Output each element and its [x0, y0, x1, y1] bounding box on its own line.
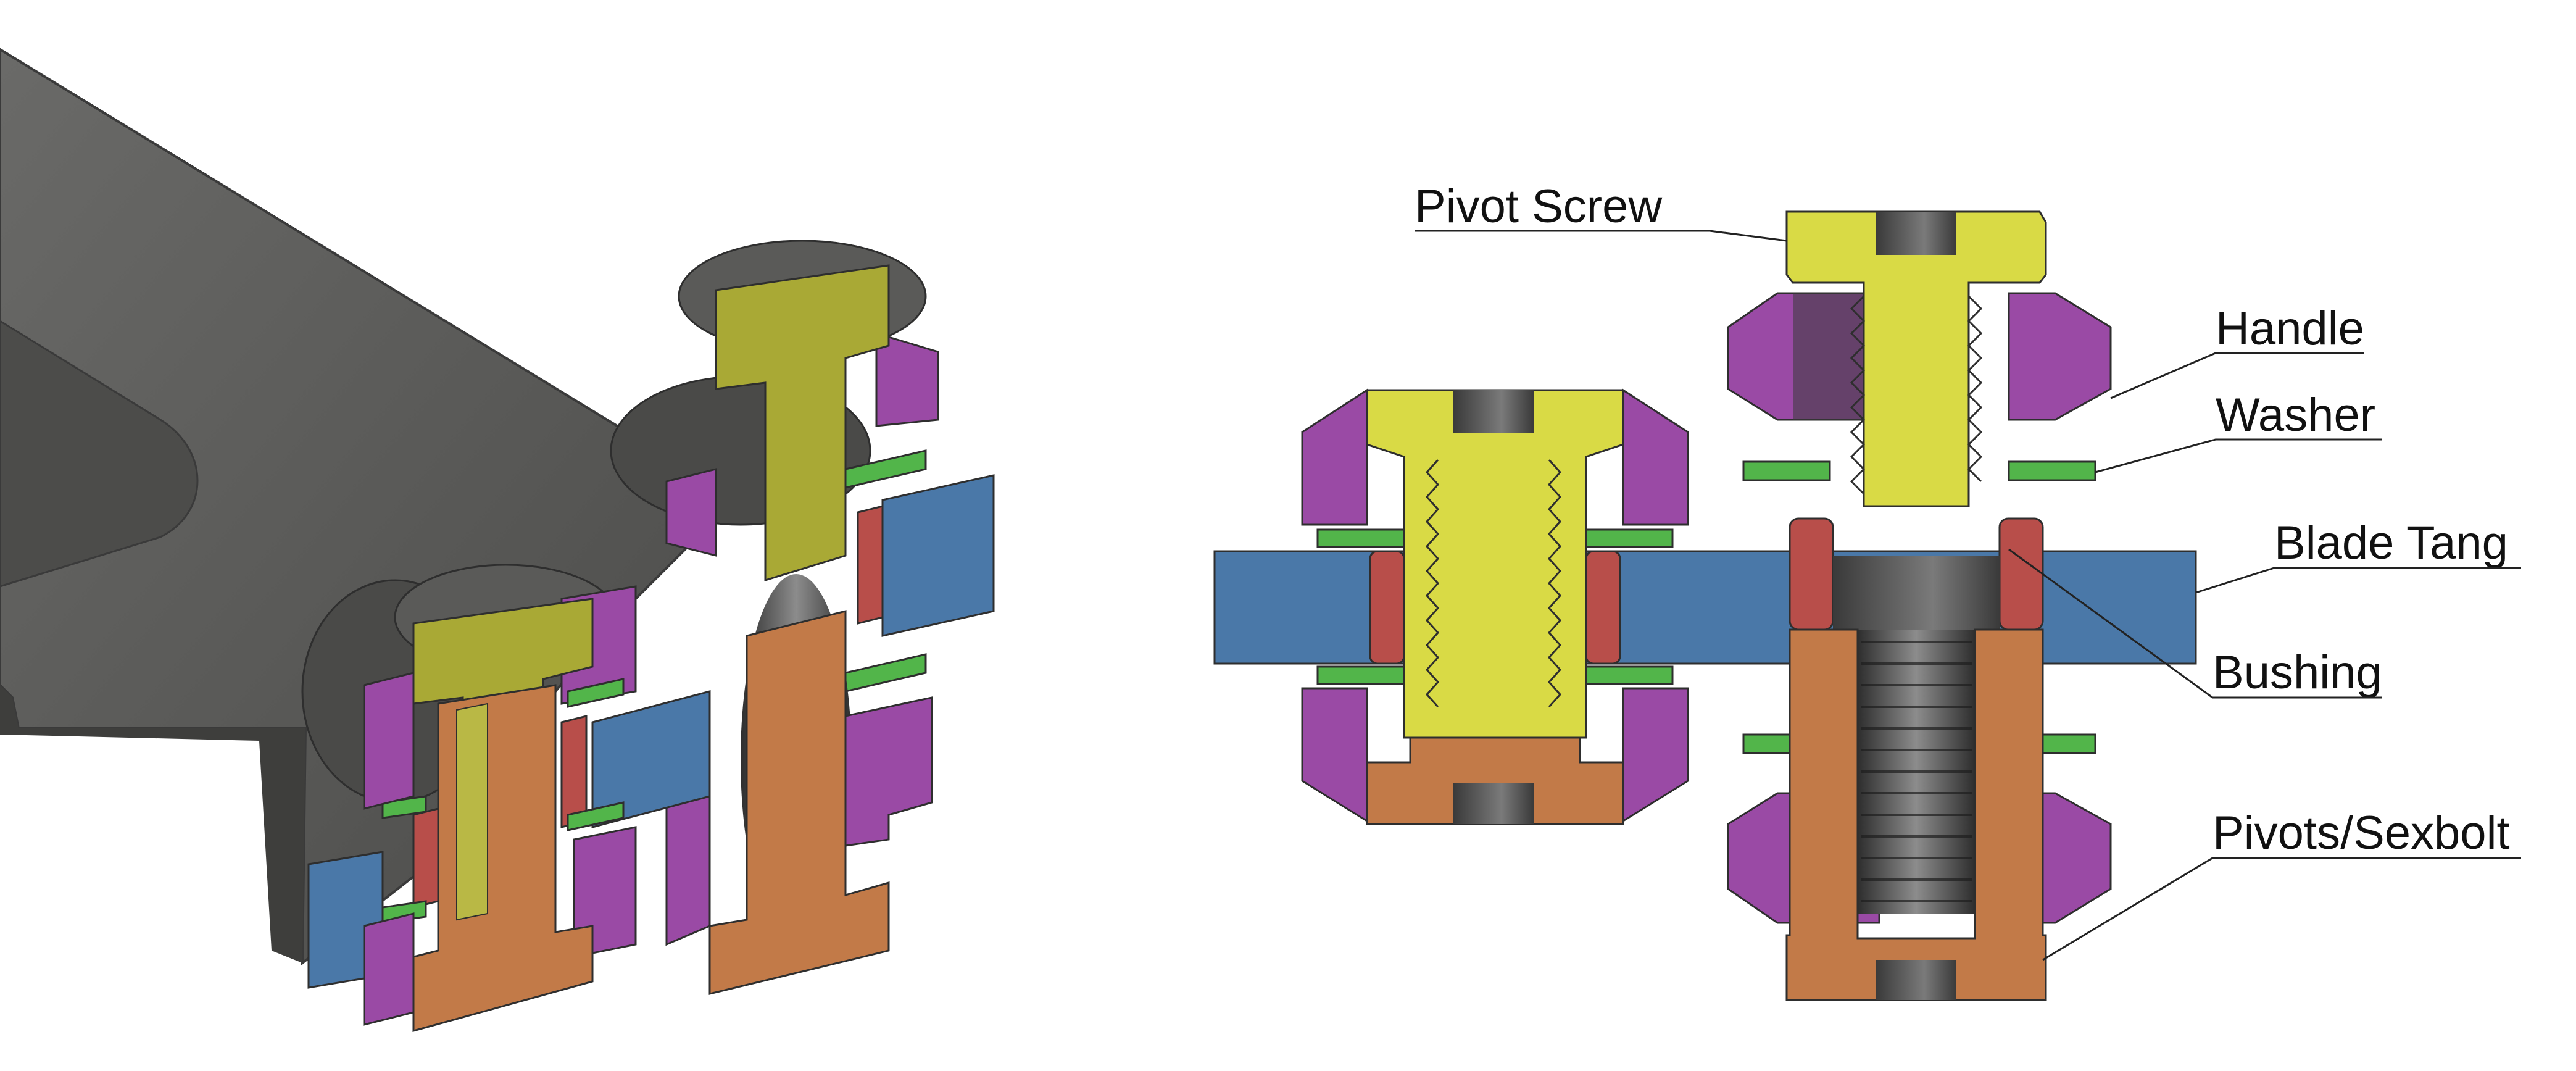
handle-section: [665, 468, 717, 557]
section-assembly-b: [1727, 210, 2112, 1001]
callout-washer: Washer: [2095, 389, 2382, 473]
handle-section: [363, 912, 415, 1026]
section-2d-view: Pivot Screw Handle Washer Blade Tang Bus…: [1213, 180, 2521, 1001]
washer-section: [381, 900, 427, 924]
leader-blade-tang: [2195, 567, 2521, 594]
leader-washer: [2095, 438, 2382, 473]
handle-right-upper: [1622, 388, 1689, 526]
pivot-screw-section: [715, 264, 890, 582]
bushing-section: [857, 505, 884, 625]
callout-bushing: Bushing: [2008, 548, 2382, 699]
rear-pivot-assembly: [610, 240, 995, 995]
blade-tang-section: [881, 474, 995, 637]
handle-section: [573, 826, 637, 958]
bushing-bore: [1833, 556, 2000, 630]
handle-right-lower: [1622, 687, 1689, 823]
sexbolt-slot: [1453, 783, 1534, 824]
pivot-screw-slot: [1453, 390, 1534, 433]
washer-lower-left: [1316, 665, 1405, 685]
frame-cutout: [0, 320, 199, 588]
washer-lower-right: [1585, 665, 1674, 685]
washer-section: [844, 449, 927, 489]
leader-handle: [2110, 352, 2364, 399]
handle-section: [844, 696, 933, 847]
sexbolt-thread-lines: [1861, 641, 1972, 902]
label-bushing: Bushing: [2212, 646, 2382, 699]
label-washer: Washer: [2216, 389, 2375, 441]
pivot-screw-thread-right: [1547, 459, 1562, 708]
sexbolt-body: [1785, 628, 2047, 1001]
front-pivot-assembly: [301, 564, 711, 1032]
washer-section: [844, 653, 927, 693]
bushing-section: [560, 715, 588, 828]
section-assembly-a: [1301, 388, 1689, 825]
callout-blade-tang: Blade Tang: [2195, 517, 2521, 594]
callout-handle: Handle: [2110, 302, 2364, 399]
washer-upper-left: [1742, 460, 1831, 481]
pivot-screw-slot: [1876, 212, 1956, 255]
handle-right-upper: [2008, 292, 2112, 421]
handle-section: [665, 783, 711, 946]
bushing-left: [1369, 550, 1405, 665]
label-handle: Handle: [2216, 302, 2364, 355]
leader-bushing: [2008, 548, 2382, 699]
pivot-screw-thread-left: [1850, 295, 1866, 495]
bushing-right: [1998, 517, 2044, 631]
leader-pivots-sexbolt: [2042, 857, 2521, 961]
label-blade-tang: Blade Tang: [2274, 517, 2508, 569]
callout-pivot-screw: Pivot Screw: [1415, 180, 1787, 242]
washer-upper-right: [1585, 528, 1674, 548]
pivot-screw-thread: [456, 702, 488, 921]
sexbolt-section: [708, 610, 890, 995]
bushing-left: [1789, 517, 1834, 631]
pivot-screw-head: [1366, 389, 1624, 739]
washer-upper-right: [2008, 460, 2096, 481]
blade-tang-section: [591, 690, 711, 828]
label-pivots-sexbolt: Pivots/Sexbolt: [2212, 807, 2510, 859]
sexbolt-slot: [1876, 960, 1956, 1000]
pivot-screw-thread-left: [1425, 459, 1440, 708]
handle-section: [363, 672, 415, 810]
cutaway-3d-view: [0, 48, 995, 1032]
callout-pivots-sexbolt: Pivots/Sexbolt: [2042, 807, 2521, 961]
washer-upper-left: [1316, 528, 1405, 548]
handle-section: [875, 331, 939, 427]
handle-left-upper: [1301, 388, 1368, 526]
washer-section: [567, 678, 625, 708]
washer-section: [567, 801, 625, 831]
handle-left-lower: [1301, 687, 1368, 823]
bushing-section: [412, 807, 439, 909]
leader-pivot-screw: [1415, 230, 1787, 242]
label-pivot-screw: Pivot Screw: [1415, 180, 1663, 233]
blade-tang-bar: [1213, 550, 2197, 665]
bushing-right: [1585, 550, 1621, 665]
pivot-screw-thread-right: [1967, 295, 1983, 483]
frame-edge: [0, 685, 305, 963]
